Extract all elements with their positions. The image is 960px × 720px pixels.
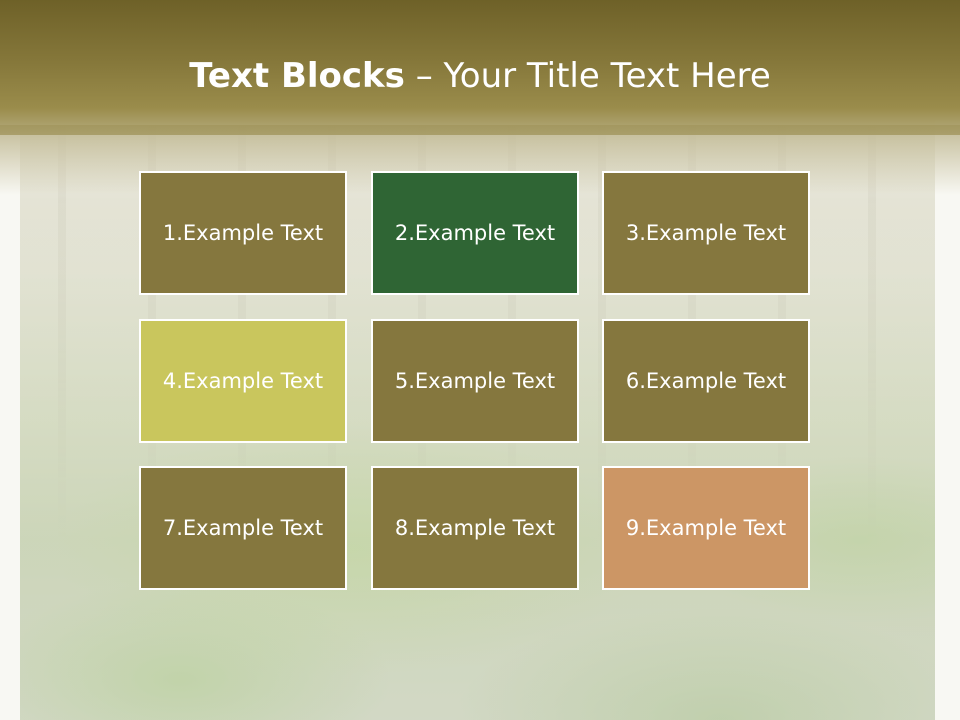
text-block-4[interactable]: 4.Example Text	[139, 319, 347, 443]
text-block-6[interactable]: 6.Example Text	[602, 319, 810, 443]
slide-title[interactable]: Text Blocks – Your Title Text Here	[0, 54, 960, 98]
text-block-label: 5.Example Text	[394, 369, 556, 393]
text-block-label: 8.Example Text	[394, 516, 556, 540]
text-block-8[interactable]: 8.Example Text	[371, 466, 579, 590]
text-block-5[interactable]: 5.Example Text	[371, 319, 579, 443]
left-margin-strip	[0, 120, 20, 720]
header-band	[0, 0, 960, 135]
text-block-label: 2.Example Text	[394, 221, 556, 245]
text-block-3[interactable]: 3.Example Text	[602, 171, 810, 295]
text-block-7[interactable]: 7.Example Text	[139, 466, 347, 590]
text-block-label: 7.Example Text	[162, 516, 324, 540]
text-block-label: 3.Example Text	[625, 221, 787, 245]
text-block-2[interactable]: 2.Example Text	[371, 171, 579, 295]
text-block-1[interactable]: 1.Example Text	[139, 171, 347, 295]
text-block-label: 6.Example Text	[625, 369, 787, 393]
right-margin-strip	[935, 120, 960, 720]
title-dash: –	[404, 56, 444, 96]
title-bold-part: Text Blocks	[189, 56, 405, 96]
title-rest: Your Title Text Here	[443, 56, 771, 96]
text-block-label: 1.Example Text	[162, 221, 324, 245]
text-block-9[interactable]: 9.Example Text	[602, 466, 810, 590]
text-block-label: 9.Example Text	[625, 516, 787, 540]
text-block-label: 4.Example Text	[162, 369, 324, 393]
